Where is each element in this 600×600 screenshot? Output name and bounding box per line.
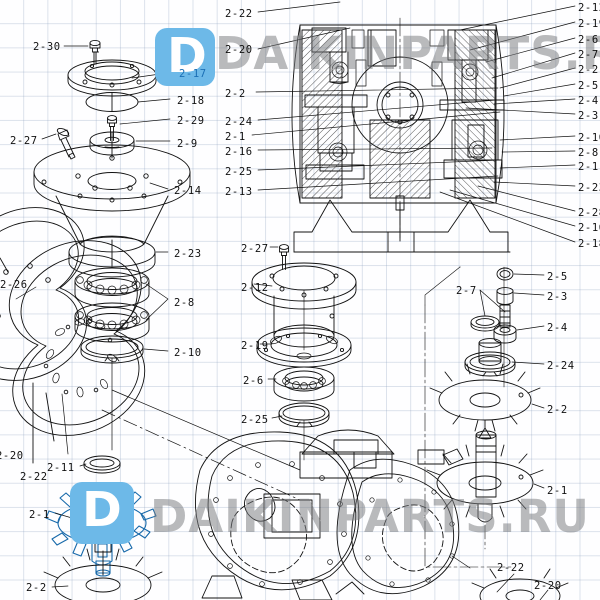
- callout-label-2-23[interactable]: 2-23: [174, 248, 202, 260]
- callout-label-2-19[interactable]: 2-19: [241, 340, 269, 352]
- part-2-8-bearing-lower: [74, 302, 150, 343]
- callout-label-2-6[interactable]: 2-6: [243, 375, 264, 387]
- leader-lines-left: [15, 45, 175, 588]
- bottom-housing-assembly: [194, 429, 464, 600]
- leader-lines-center-top: [251, 1, 501, 191]
- watermark-logo-badge-top: [155, 28, 215, 86]
- callout-label-2-18[interactable]: 2-18: [177, 95, 205, 107]
- callout-label-2-8[interactable]: 2-8: [174, 297, 195, 309]
- callout-label-2-2[interactable]: 2-2: [578, 64, 599, 76]
- part-bushing: [478, 338, 502, 366]
- watermark-logo-badge-bottom: [70, 482, 134, 544]
- callout-label-2-17[interactable]: 2-17: [179, 68, 207, 80]
- callout-label-2-20[interactable]: 2-20: [225, 44, 253, 56]
- callout-label-2-16[interactable]: 2-16: [578, 222, 600, 234]
- part-2-5-oring: [496, 267, 514, 281]
- callout-label-2-1[interactable]: 2-1: [225, 131, 246, 143]
- part-2-30-bolt: [89, 39, 101, 65]
- part-2-22-ring: [8, 240, 146, 464]
- callout-label-2-5[interactable]: 2-5: [547, 271, 568, 283]
- callout-label-2-12[interactable]: 2-12: [241, 282, 269, 294]
- callout-label-2-25[interactable]: 2-25: [241, 414, 269, 426]
- callout-label-2-25[interactable]: 2-25: [225, 166, 253, 178]
- callout-label-2-10[interactable]: 2-10: [578, 132, 600, 144]
- callout-label-2-9[interactable]: 2-9: [177, 138, 198, 150]
- part-2-12-housing: [251, 262, 357, 351]
- leader-lines-right-mid: [479, 273, 545, 489]
- part-shaft: [475, 430, 497, 498]
- watermark-logo-letter-bottom: D: [82, 482, 122, 538]
- part-2-6-bearing: [273, 366, 335, 402]
- callout-label-2-26[interactable]: 2-26: [0, 279, 28, 291]
- callout-label-2-22[interactable]: 2-22: [497, 562, 525, 574]
- callout-label-2-11[interactable]: 2-11: [578, 161, 600, 173]
- callout-label-2-7[interactable]: 2-7: [456, 285, 477, 297]
- callout-label-2-2[interactable]: 2-2: [547, 404, 568, 416]
- part-2-9-cap: [89, 131, 135, 159]
- top-cross-section: [291, 17, 511, 253]
- part-2-8-bearing-upper: [74, 267, 150, 308]
- part-2-27-bolt-center: [279, 244, 289, 270]
- callout-label-2-14[interactable]: 2-14: [174, 185, 202, 197]
- callout-label-2-4[interactable]: 2-4: [547, 322, 568, 334]
- callout-label-2-1[interactable]: 2-1: [547, 485, 568, 497]
- part-2-3-sleeve: [496, 287, 514, 328]
- part-2-29-bolt: [107, 115, 117, 141]
- callout-label-2-7[interactable]: 2-7: [578, 49, 599, 61]
- callout-label-2-24[interactable]: 2-24: [225, 116, 253, 128]
- watermark-logo-letter-top: D: [167, 28, 207, 84]
- callout-label-2-3[interactable]: 2-3: [547, 291, 568, 303]
- part-2-2-gear-right: [429, 363, 541, 439]
- callout-label-2-12[interactable]: 2-12: [578, 2, 600, 14]
- callout-label-2-22[interactable]: 2-22: [225, 8, 253, 20]
- callout-label-2-5[interactable]: 2-5: [578, 80, 599, 92]
- right-exploded-assembly: [424, 266, 544, 568]
- callout-label-2-8[interactable]: 2-8: [578, 147, 599, 159]
- callout-label-2-2[interactable]: 2-2: [26, 582, 47, 594]
- callout-label-2-16[interactable]: 2-16: [225, 146, 253, 158]
- part-2-11-washer: [83, 455, 121, 474]
- callout-label-2-19[interactable]: 2-19: [578, 18, 600, 30]
- center-exploded-assembly: [251, 244, 357, 461]
- callout-label-2-4[interactable]: 2-4: [578, 95, 599, 107]
- callout-label-2-10[interactable]: 2-10: [174, 347, 202, 359]
- callout-label-2-27[interactable]: 2-27: [10, 135, 38, 147]
- callout-label-2-18[interactable]: 2-18: [578, 238, 600, 250]
- callout-label-2-30[interactable]: 2-30: [33, 41, 61, 53]
- callout-label-2-23[interactable]: 2-23: [578, 182, 600, 194]
- callout-label-2-11[interactable]: 2-11: [47, 462, 75, 474]
- callout-label-2-13[interactable]: 2-13: [225, 186, 253, 198]
- callout-label-2-27[interactable]: 2-27: [241, 243, 269, 255]
- bottom-partial-gears: [471, 568, 569, 600]
- callout-label-2-22[interactable]: 2-22: [20, 471, 48, 483]
- part-2-26-ring: [0, 207, 87, 381]
- leader-lines-right-edge: [439, 5, 576, 243]
- leader-lines-center-mid: [253, 246, 283, 419]
- callout-label-2-28[interactable]: 2-28: [578, 207, 600, 219]
- callout-label-2-20[interactable]: 2-20: [0, 450, 24, 462]
- callout-label-2-3[interactable]: 2-3: [578, 110, 599, 122]
- callout-label-2-20[interactable]: 2-20: [534, 580, 562, 592]
- callout-label-2-29[interactable]: 2-29: [177, 115, 205, 127]
- part-2-27-bolt-left: [56, 127, 76, 160]
- callout-label-2-2[interactable]: 2-2: [225, 88, 246, 100]
- callout-label-2-1[interactable]: 2-1: [29, 509, 50, 521]
- callout-label-2-24[interactable]: 2-24: [547, 360, 575, 372]
- callout-label-2-6[interactable]: 2-6: [578, 34, 599, 46]
